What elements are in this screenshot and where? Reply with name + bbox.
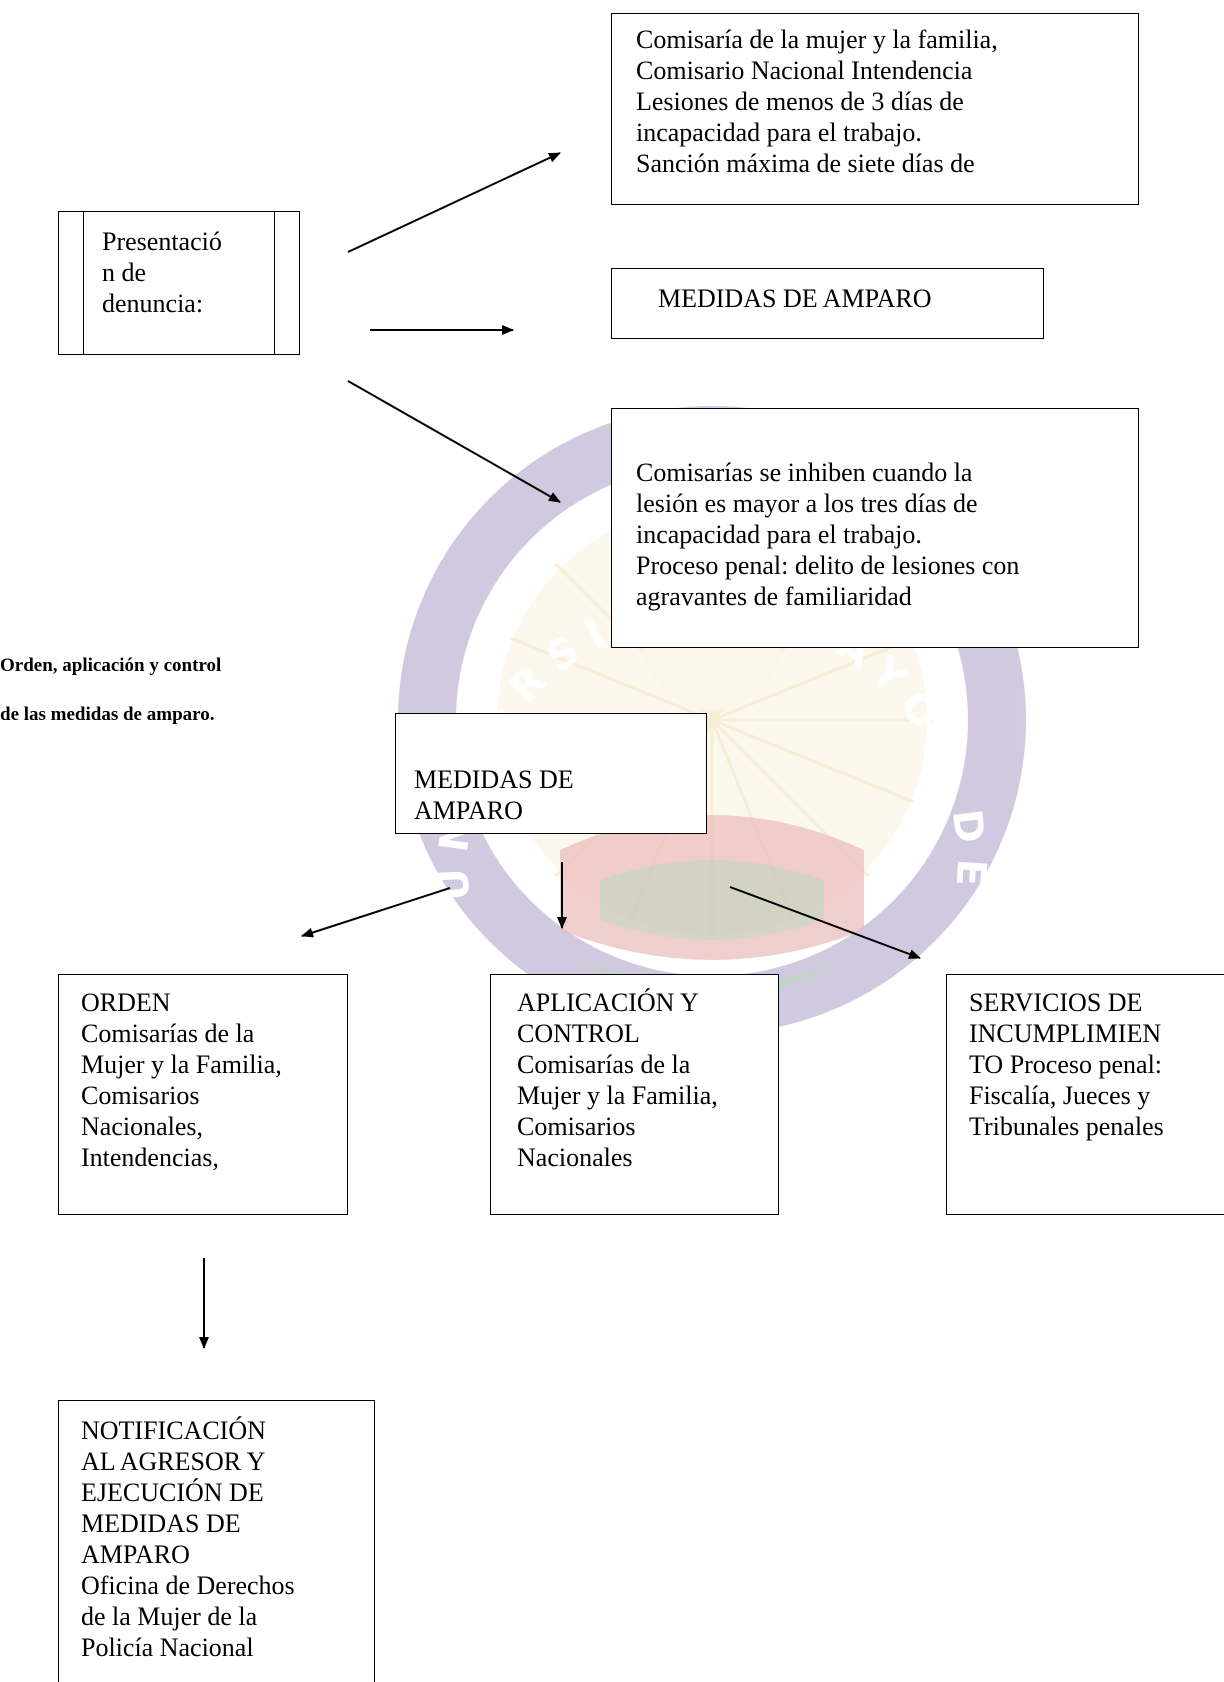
- box-line: Sanción máxima de siete días de: [636, 149, 975, 178]
- box-line: AMPARO: [414, 796, 523, 825]
- box-line: Proceso penal: delito de lesiones con: [636, 551, 1020, 580]
- comisaria-mujer-box: Comisaría de la mujer y la familia, Comi…: [611, 13, 1139, 205]
- box-line: Comisario Nacional Intendencia: [636, 56, 973, 85]
- box-line: ORDEN: [81, 988, 171, 1017]
- box-line: Nacionales: [517, 1143, 633, 1172]
- box-line: Oficina de Derechos: [81, 1571, 295, 1600]
- box-line: TO Proceso penal:: [969, 1050, 1163, 1079]
- box-line: Mujer y la Familia,: [81, 1050, 282, 1079]
- box-line: MEDIDAS DE: [414, 765, 574, 794]
- box-line: Comisarios: [517, 1112, 636, 1141]
- left-bar: [83, 212, 84, 354]
- box-line: Mujer y la Familia,: [517, 1081, 718, 1110]
- box-line: Nacionales,: [81, 1112, 204, 1141]
- box-line: NOTIFICACIÓN: [81, 1416, 266, 1445]
- box-line: Comisarías de la: [517, 1050, 691, 1079]
- presentacion-denuncia-box: Presentació n de denuncia:: [58, 211, 300, 355]
- box-line: incapacidad para el trabajo.: [636, 118, 922, 147]
- box-line: n de: [102, 258, 147, 287]
- aplicacion-control-box: APLICACIÓN Y CONTROL Comisarías de la Mu…: [490, 974, 779, 1215]
- arrow-to-servicios: [729, 886, 921, 959]
- arrow-to-orden: [301, 887, 451, 938]
- box-line: MEDIDAS DE AMPARO: [658, 284, 932, 313]
- box-line: agravantes de familiaridad: [636, 582, 912, 611]
- box-line: Comisarías se inhiben cuando la: [636, 458, 973, 487]
- box-line: Comisarios: [81, 1081, 200, 1110]
- box-line: AMPARO: [81, 1540, 190, 1569]
- box-line: lesión es mayor a los tres días de: [636, 489, 978, 518]
- medidas-amparo-top-box: MEDIDAS DE AMPARO: [611, 268, 1044, 339]
- right-bar: [274, 212, 275, 354]
- box-line: APLICACIÓN Y: [517, 988, 699, 1017]
- arrow-to-inhiben: [347, 380, 561, 503]
- medidas-amparo-mid-box: MEDIDAS DE AMPARO: [395, 713, 707, 834]
- box-line: INCUMPLIMIEN: [969, 1019, 1162, 1048]
- servicios-incumplimiento-box: SERVICIOS DE INCUMPLIMIEN TO Proceso pen…: [946, 974, 1224, 1215]
- box-line: Lesiones de menos de 3 días de: [636, 87, 964, 116]
- box-line: Fiscalía, Jueces y: [969, 1081, 1151, 1110]
- orden-box: ORDEN Comisarías de la Mujer y la Famili…: [58, 974, 348, 1215]
- box-line: EJECUCIÓN DE: [81, 1478, 264, 1507]
- section-heading-line-2: de las medidas de amparo.: [0, 704, 215, 725]
- box-line: AL AGRESOR Y: [81, 1447, 266, 1476]
- box-line: de la Mujer de la: [81, 1602, 258, 1631]
- box-line: Tribunales penales: [969, 1112, 1164, 1141]
- notificacion-box: NOTIFICACIÓN AL AGRESOR Y EJECUCIÓN DE M…: [58, 1400, 375, 1682]
- box-line: Policía Nacional: [81, 1633, 254, 1662]
- comisarias-inhiben-box: Comisarías se inhiben cuando la lesión e…: [611, 408, 1139, 648]
- box-line: SERVICIOS DE: [969, 988, 1143, 1017]
- box-line: incapacidad para el trabajo.: [636, 520, 922, 549]
- box-line: denuncia:: [102, 289, 204, 318]
- box-line: MEDIDAS DE: [81, 1509, 241, 1538]
- section-heading-line-1: Orden, aplicación y control: [0, 655, 222, 676]
- box-line: Presentació: [102, 227, 222, 256]
- box-line: CONTROL: [517, 1019, 640, 1048]
- box-line: Comisarías de la: [81, 1019, 255, 1048]
- arrow-to-comisaria: [347, 152, 561, 253]
- box-line: Comisaría de la mujer y la familia,: [636, 25, 998, 54]
- box-line: Intendencias,: [81, 1143, 219, 1172]
